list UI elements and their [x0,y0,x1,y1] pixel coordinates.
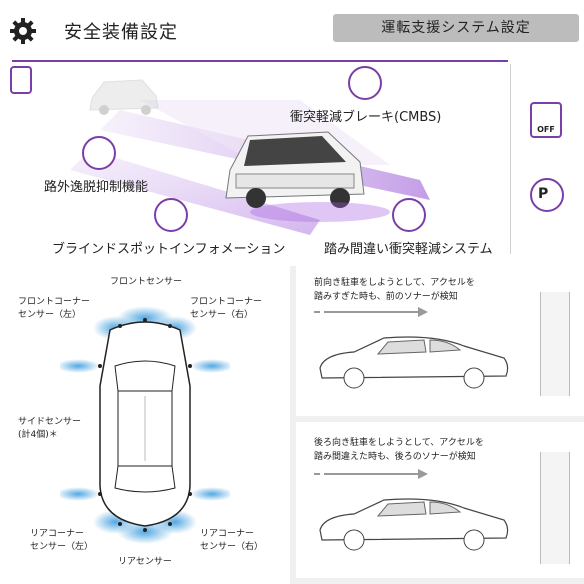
panel-divider [510,64,511,254]
rear-corner-right-line2: センサー（右） [200,542,264,552]
safety-features-panel: 衝突軽減ブレーキ(CMBS) 路外逸脱抑制機能 ブラインドスポットインフォメーシ… [0,60,584,260]
blind-spot-icon[interactable] [154,198,188,232]
front-corner-left-line2: センサー（左） [18,310,82,320]
forward-wall [540,292,570,396]
cmbs-icon[interactable] [348,66,382,100]
page-title: 安全装備設定 [64,22,178,43]
parking-sensor-label: P [538,186,549,202]
side-sensor-line2: (計4個)＊ [18,430,58,440]
front-corner-left-label: フロントコーナー センサー（左） [18,296,90,322]
forward-note-line1: 前向き駐車をしようとして、アクセルを [314,278,475,288]
sensor-info-panel: フロントセンサー フロントコーナー センサー（左） フロントコーナー センサー（… [0,266,584,584]
blind-spot-label: ブラインドスポットインフォメーション [52,242,286,257]
rear-corner-right-label: リアコーナー センサー（右） [200,528,263,554]
cmbs-label: 衝突軽減ブレーキ(CMBS) [290,110,442,125]
front-sensor-label: フロントセンサー [110,277,183,287]
front-corner-right-label: フロントコーナー センサー（右） [190,296,262,322]
rear-sensor-label: リアセンサー [118,557,172,567]
reverse-note-line2: 踏み間違えた時も、後ろのソナーが検知 [314,452,476,462]
rear-corner-left-line2: センサー（左） [30,542,94,552]
road-departure-label: 路外逸脱抑制機能 [44,180,149,195]
reverse-arrow [314,469,428,479]
forward-parking-panel: 前向き駐車をしようとして、アクセルを 踏みすぎた時も、前のソナーが検知 [296,266,584,416]
header: 安全装備設定 運転支援システム設定 [0,0,584,60]
parking-sensor-icon[interactable]: P [530,178,564,212]
reverse-wall [540,452,570,564]
vsa-off-icon[interactable]: OFF [530,102,562,138]
rear-corner-left-label: リアコーナー センサー（左） [30,528,93,554]
current-setting-icon[interactable] [10,66,32,94]
car-top-view [60,306,230,544]
rear-corner-right-line1: リアコーナー [200,529,255,539]
gear-icon [10,18,36,44]
forward-car [319,336,509,389]
reverse-car [319,498,509,551]
side-sensor-line1: サイドセンサー [18,417,82,427]
side-sensor-label: サイドセンサー (計4個)＊ [18,416,81,442]
car-road-illustration [70,79,430,235]
driving-support-settings-button[interactable]: 運転支援システム設定 [333,14,579,42]
road-departure-icon[interactable] [82,136,116,170]
panel-top-line [12,60,508,62]
front-corner-right-line1: フロントコーナー [190,297,263,307]
pedal-misapplication-label: 踏み間違い衝突軽減システム [324,242,493,257]
forward-note-line2: 踏みすぎた時も、前のソナーが検知 [314,292,458,302]
reverse-note-line1: 後ろ向き駐車をしようとして、アクセルを [314,438,484,448]
sensor-diagram: フロントセンサー フロントコーナー センサー（左） フロントコーナー センサー（… [0,266,290,584]
forward-arrow [314,307,428,317]
reverse-note: 後ろ向き駐車をしようとして、アクセルを 踏み間違えた時も、後ろのソナーが検知 [314,436,484,464]
vsa-off-label: OFF [537,125,555,134]
rear-corner-left-line1: リアコーナー [30,529,85,539]
front-corner-left-line1: フロントコーナー [18,297,91,307]
front-corner-right-line2: センサー（右） [190,310,254,320]
pedal-misapplication-icon[interactable] [392,198,426,232]
reverse-parking-panel: 後ろ向き駐車をしようとして、アクセルを 踏み間違えた時も、後ろのソナーが検知 [296,422,584,578]
forward-note: 前向き駐車をしようとして、アクセルを 踏みすぎた時も、前のソナーが検知 [314,276,475,304]
